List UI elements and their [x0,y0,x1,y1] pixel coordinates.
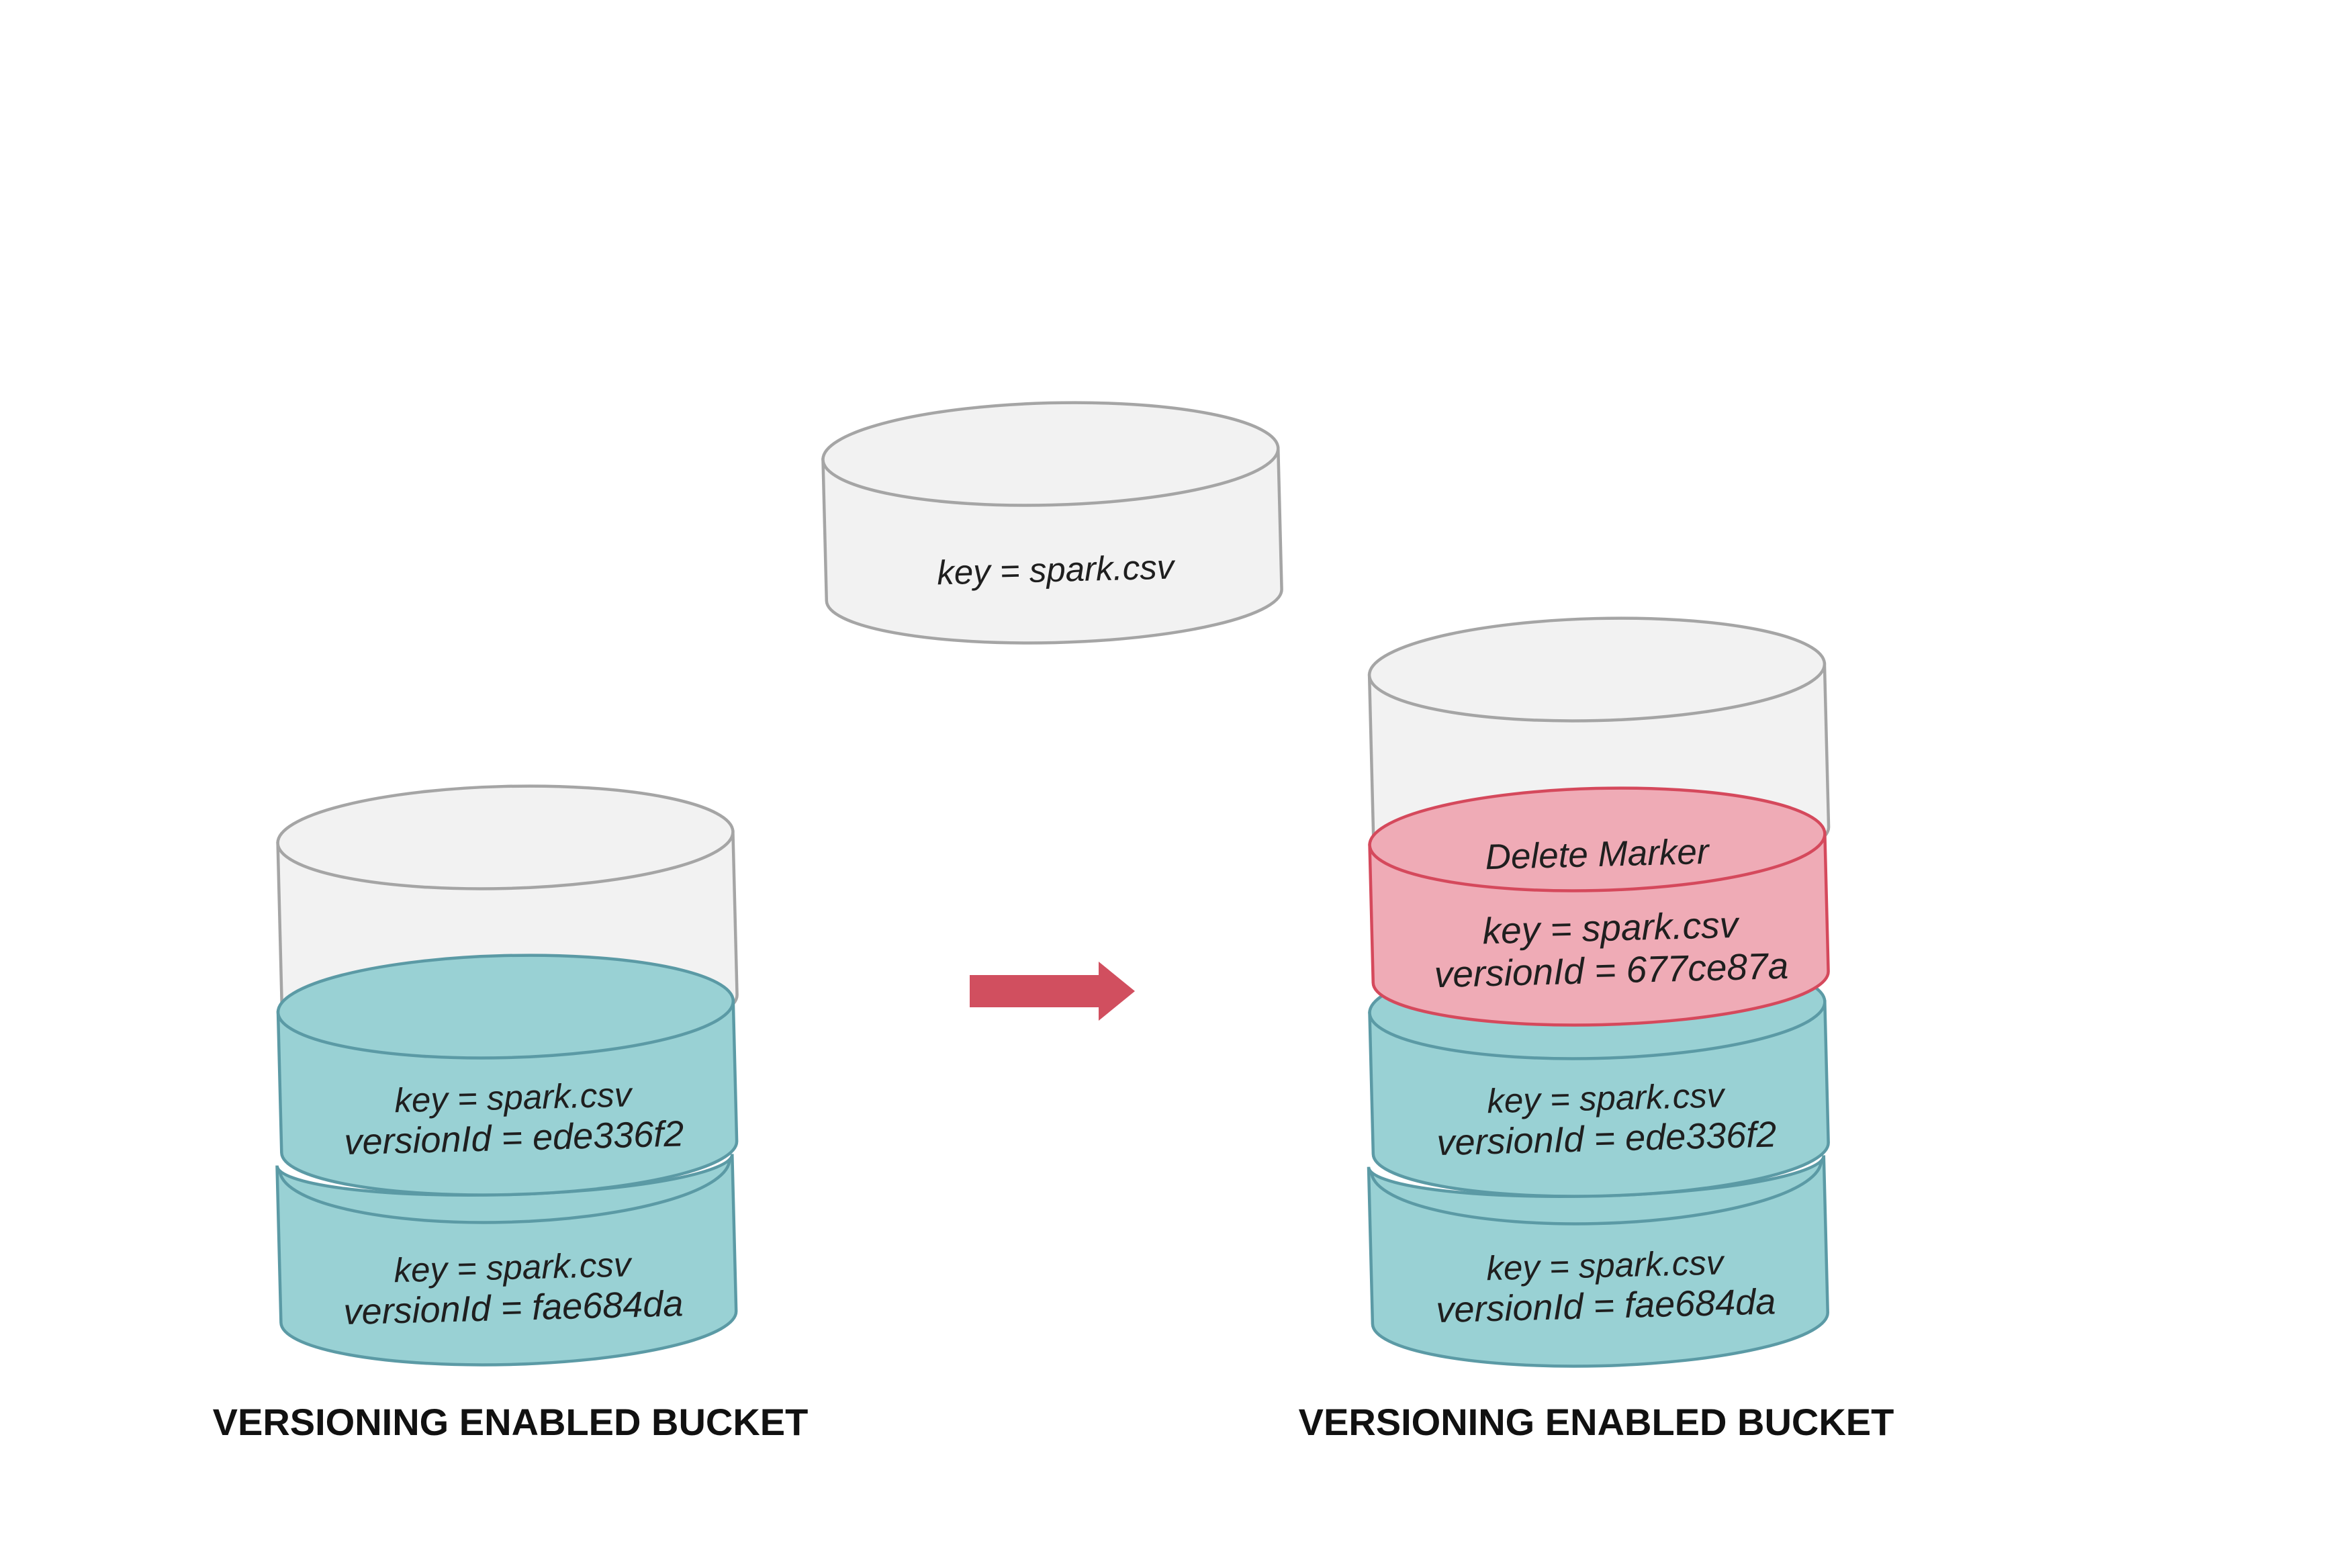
svg-text:key = spark.csv: key = spark.csv [1482,904,1741,952]
svg-text:versionId = fae684da: versionId = fae684da [343,1283,684,1332]
svg-text:versionId = fae684da: versionId = fae684da [1436,1281,1776,1330]
svg-text:versionId = ede336f2: versionId = ede336f2 [344,1113,684,1162]
svg-text:key = spark.csv: key = spark.csv [937,547,1177,592]
svg-text:key = spark.csv: key = spark.csv [394,1245,633,1289]
svg-text:VERSIONING ENABLED BUCKET: VERSIONING ENABLED BUCKET [213,1401,809,1443]
svg-text:versionId = 677ce87a: versionId = 677ce87a [1434,945,1789,995]
svg-text:key = spark.csv: key = spark.csv [394,1075,634,1119]
svg-text:key = spark.csv: key = spark.csv [1486,1243,1726,1287]
svg-text:versionId = ede336f2: versionId = ede336f2 [1436,1114,1777,1163]
svg-text:key = spark.csv: key = spark.csv [1487,1076,1727,1120]
svg-text:VERSIONING ENABLED BUCKET: VERSIONING ENABLED BUCKET [1299,1401,1894,1443]
svg-text:Delete Marker: Delete Marker [1485,832,1711,877]
